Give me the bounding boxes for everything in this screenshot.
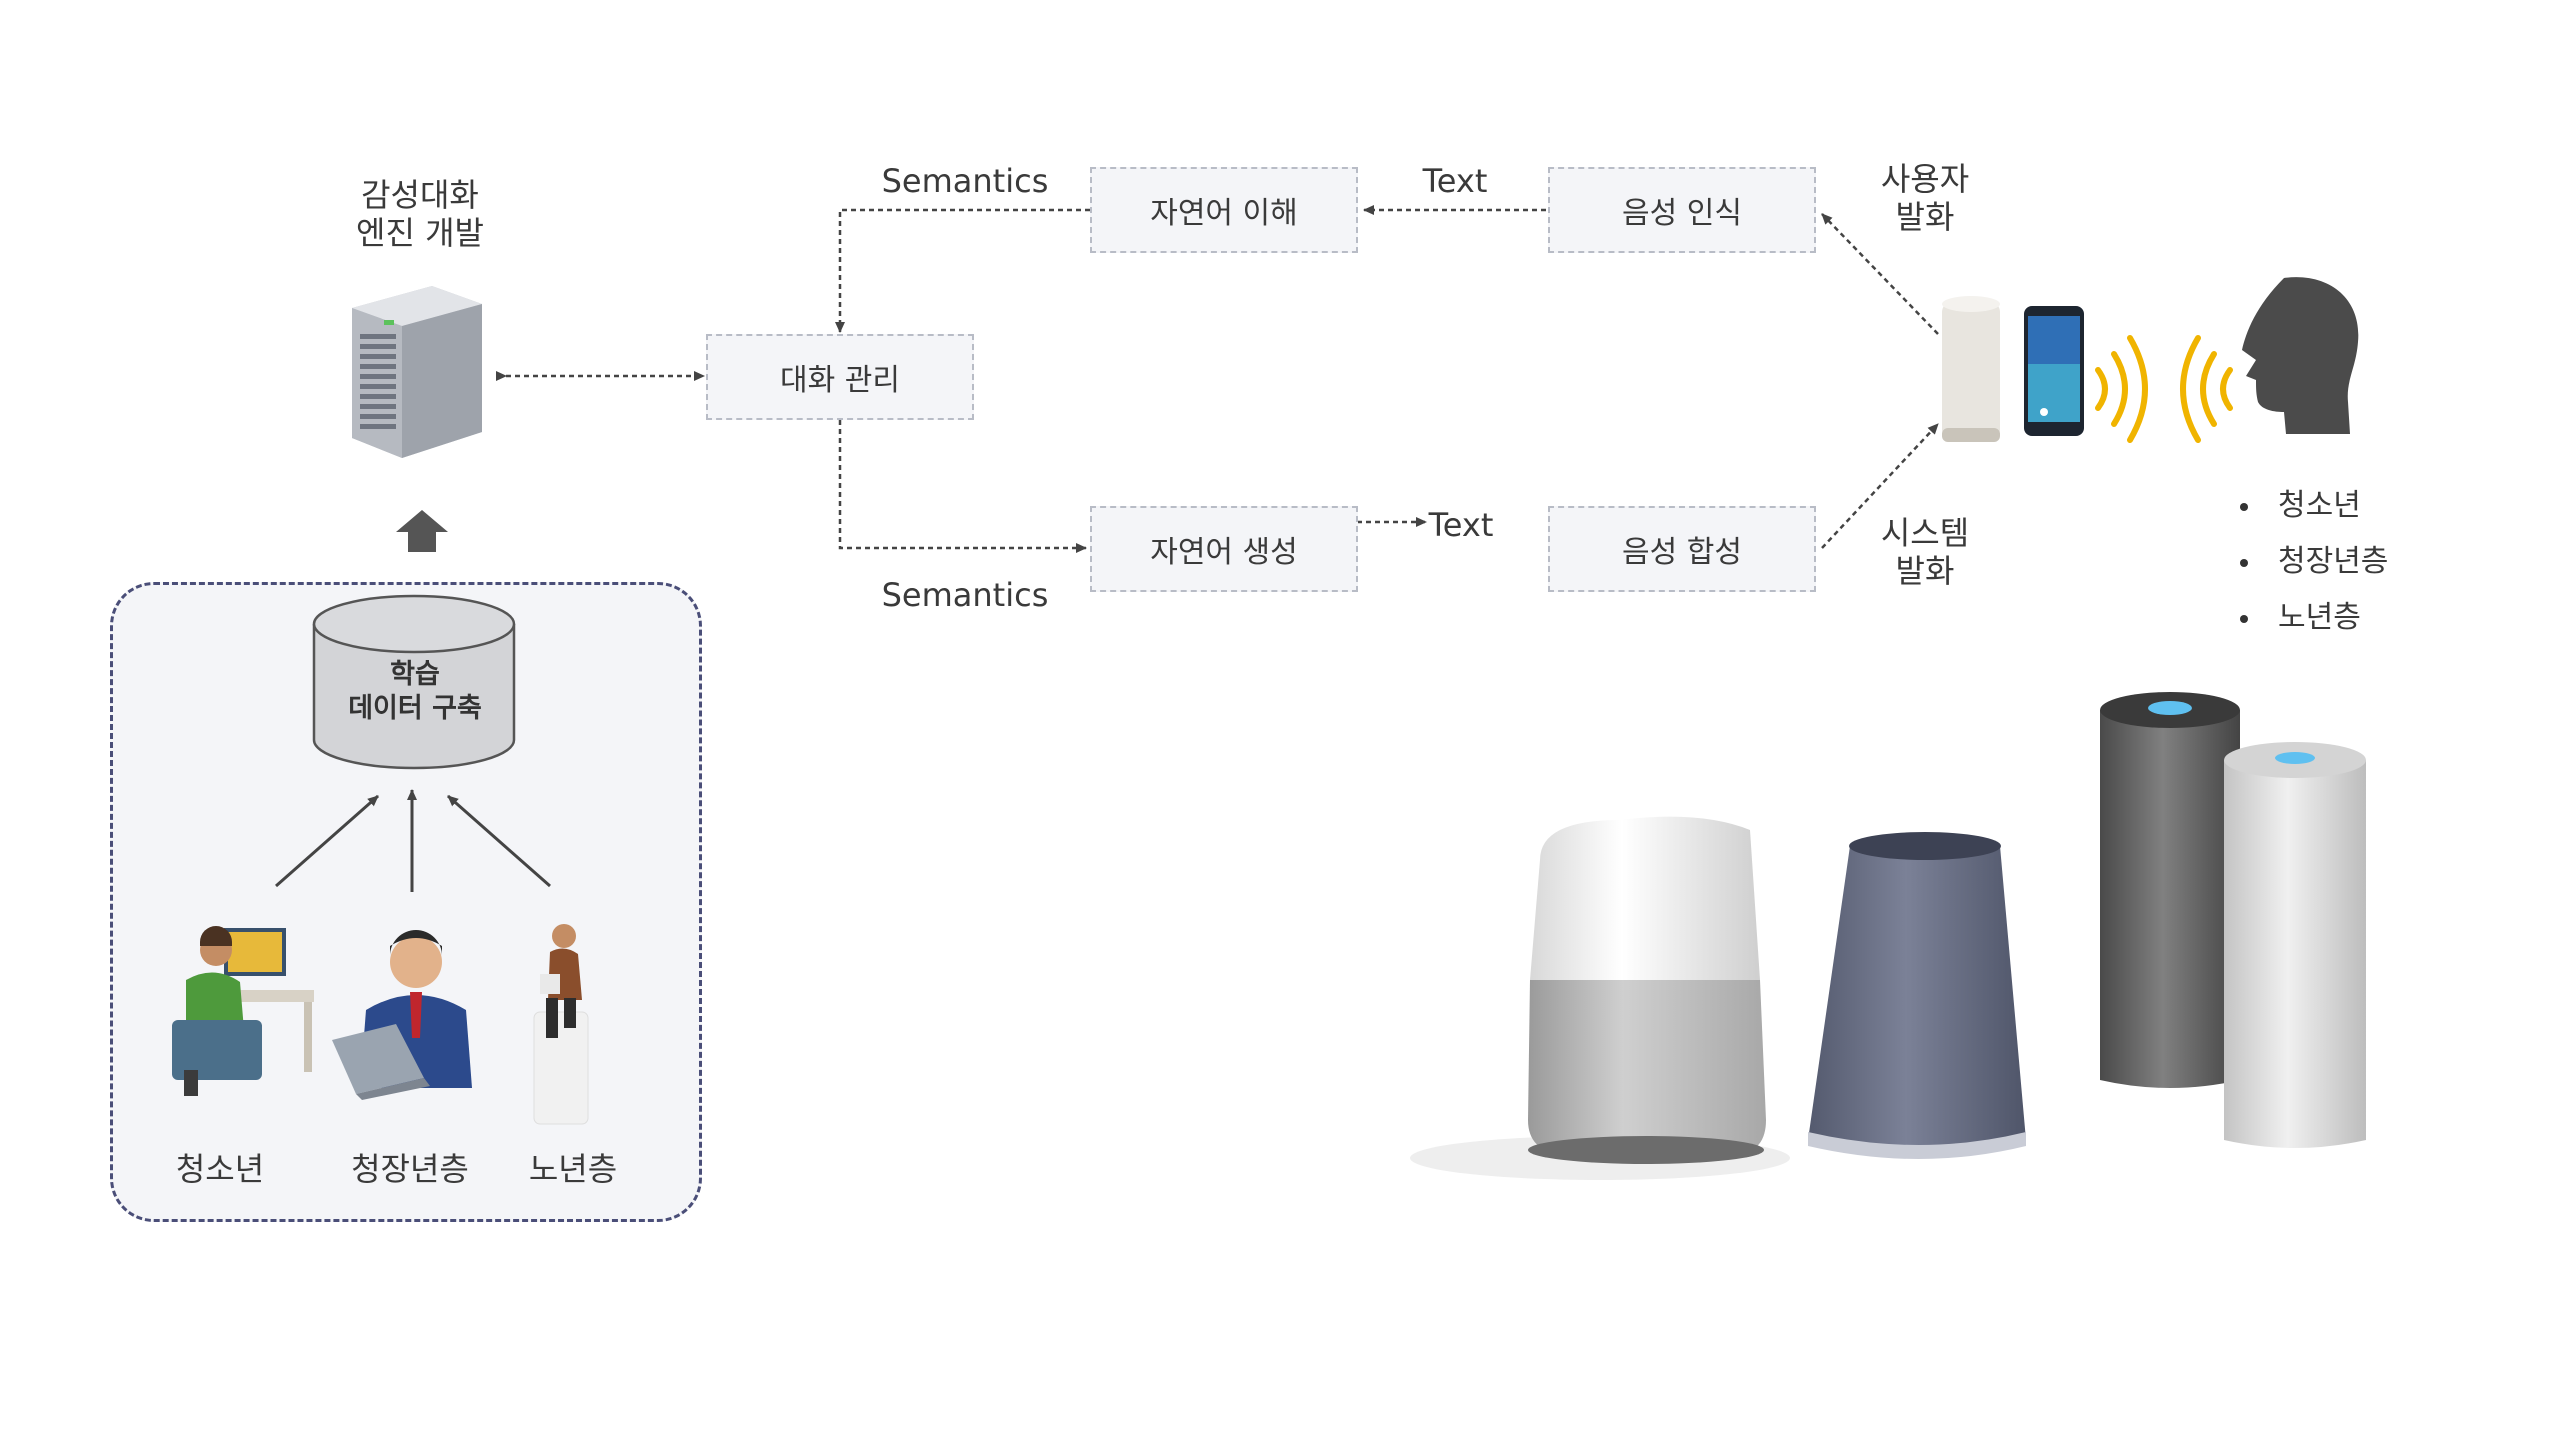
bullet-dot <box>2240 558 2248 567</box>
smart-speakers-illustration <box>1410 692 2366 1180</box>
small-speaker-icon <box>1942 296 2000 442</box>
bullet-dot <box>2240 502 2248 511</box>
target-item-adult: 청장년층 <box>2240 536 2388 580</box>
user3-arrow <box>447 794 551 888</box>
white-speaker-base <box>1528 980 1766 1154</box>
nlu-box: 자연어 이해 <box>1090 167 1358 253</box>
user-label-teen: 청소년 <box>175 1150 265 1188</box>
database-icon <box>312 594 516 770</box>
teen-at-desk-icon <box>172 926 314 1096</box>
navy-speaker <box>1808 838 2026 1152</box>
user-utterance-label: 사용자 발화 <box>1880 160 1970 236</box>
target-text: 청소년 <box>2278 488 2361 523</box>
elderly-person-icon <box>533 924 589 1125</box>
sound-wave-right-icon <box>2180 335 2233 443</box>
target-item-elderly: 노년층 <box>2240 592 2361 636</box>
user-label-elderly: 노년층 <box>528 1150 618 1188</box>
bullet-dot <box>2240 614 2248 623</box>
dialog-to-nlg-arrow <box>838 420 1087 553</box>
silver-cylinder-speaker <box>2224 760 2366 1148</box>
text-bottom-label: Text <box>1428 506 1494 544</box>
user1-arrow <box>275 794 379 888</box>
speaking-head-icon <box>2242 277 2359 434</box>
smartphone-icon <box>2024 306 2084 436</box>
device-to-asr-arrow <box>1821 213 1939 335</box>
nlu-to-dialog-arrow <box>835 208 1090 333</box>
dark-cylinder-speaker <box>2100 710 2240 1088</box>
target-item-teen: 청소년 <box>2240 480 2361 524</box>
tts-to-device-arrow <box>1821 423 1939 549</box>
target-text: 노년층 <box>2278 600 2361 635</box>
user-label-adult: 청장년층 <box>351 1150 469 1188</box>
text-top-label: Text <box>1422 162 1488 200</box>
asr-box: 음성 인식 <box>1548 167 1816 253</box>
tts-box: 음성 합성 <box>1548 506 1816 592</box>
engine-title: 감성대화 엔진 개발 <box>356 176 484 252</box>
semantics-bottom-label: Semantics <box>881 576 1049 614</box>
sound-wave-left-icon <box>2095 335 2148 443</box>
target-text: 청장년층 <box>2278 544 2389 579</box>
semantics-top-label: Semantics <box>881 162 1049 200</box>
up-arrow-icon <box>396 510 448 552</box>
database-label: 학습 데이터 구축 <box>348 659 482 724</box>
dialog-manager-box: 대화 관리 <box>706 334 974 420</box>
nlg-box: 자연어 생성 <box>1090 506 1358 592</box>
businessman-laptop-icon <box>332 930 472 1100</box>
server-icon <box>352 286 482 458</box>
white-speaker-top <box>1530 816 1760 980</box>
system-utterance-label: 시스템 발화 <box>1880 514 1970 590</box>
